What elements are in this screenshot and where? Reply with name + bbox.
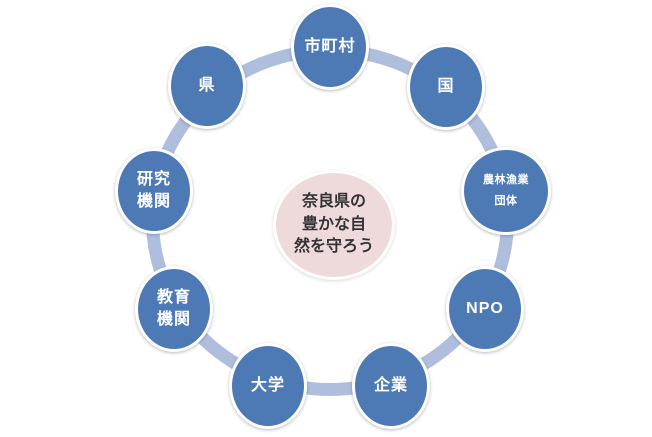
node-label: 市町村 [304, 38, 356, 56]
node-prefecture: 県 [168, 43, 246, 129]
node-companies: 企業 [352, 343, 430, 429]
node-label: 教育 機関 [156, 289, 191, 328]
node-label: 大学 [250, 377, 285, 395]
node-research-institutions: 研究 機関 [115, 148, 193, 234]
node-label: 農林漁業 団体 [483, 174, 529, 207]
node-agriculture-forestry-fisheries-organizations: 農林漁業 団体 [461, 147, 551, 235]
center-goal-label: 奈良県の 豊かな自 然を守ろう [293, 193, 374, 256]
node-label: 県 [198, 77, 216, 95]
node-educational-institutions: 教育 機関 [135, 266, 213, 352]
node-national-government: 国 [407, 44, 485, 130]
node-npo: NPO [446, 266, 524, 352]
node-universities: 大学 [229, 343, 307, 429]
node-label: 企業 [373, 377, 408, 395]
node-label: 研究 機関 [136, 171, 171, 210]
node-municipalities: 市町村 [291, 4, 369, 90]
center-goal-circle: 奈良県の 豊かな自 然を守ろう [273, 170, 395, 280]
node-label: NPO [466, 300, 504, 318]
node-label: 国 [437, 78, 455, 96]
